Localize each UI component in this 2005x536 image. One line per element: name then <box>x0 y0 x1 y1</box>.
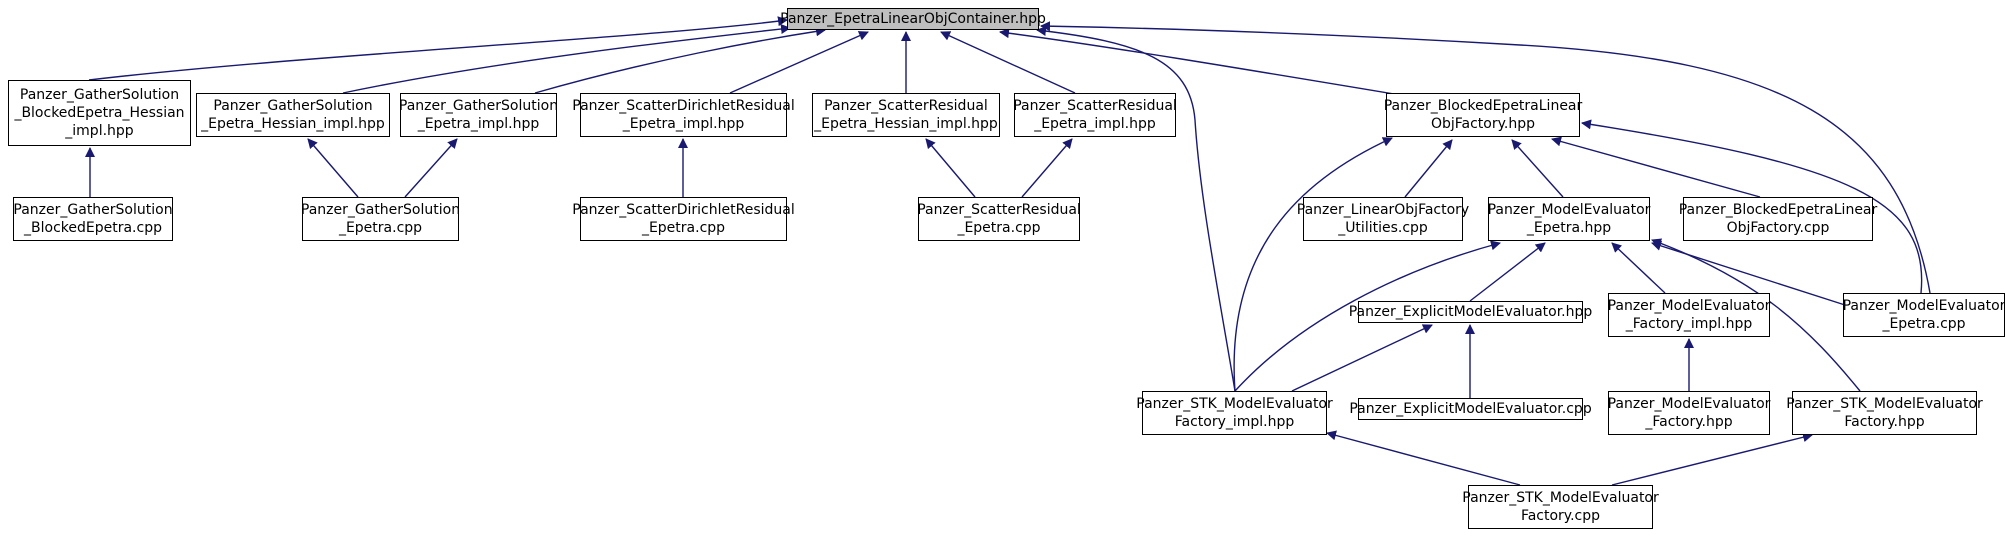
node-sdr-ei[interactable]: Panzer_ScatterDirichletResidual _Epetra_… <box>572 93 795 137</box>
edge-sr_ei-to-root <box>940 31 1076 94</box>
edge-stk_mef_cpp-to-stk_mef_impl <box>1326 430 1521 486</box>
node-belof-cpp[interactable]: Panzer_BlockedEpetraLinear ObjFactory.cp… <box>1679 197 1877 241</box>
node-mef-impl[interactable]: Panzer_ModelEvaluator _Factory_impl.hpp <box>1608 293 1770 337</box>
edge-sr_e_cpp-to-sr_ei <box>1021 138 1073 198</box>
edge-sr_e_cpp-to-sr_eh <box>925 138 976 198</box>
node-sr-eh[interactable]: Panzer_ScatterResidual _Epetra_Hessian_i… <box>812 93 1000 137</box>
edge-gs_e_cpp-to-gs_eh <box>307 138 359 198</box>
edge-gs_eh-to-root <box>342 24 791 94</box>
edge-belof_cpp-to-belof_h <box>1551 136 1761 198</box>
edge-eme_h-to-me_e_h <box>1469 242 1546 302</box>
node-gs-bh[interactable]: Panzer_GatherSolution _BlockedEpetra_Hes… <box>8 80 191 146</box>
node-sdr-e-cpp[interactable]: Panzer_ScatterDirichletResidual _Epetra.… <box>572 197 795 241</box>
node-sr-ei[interactable]: Panzer_ScatterResidual _Epetra_impl.hpp <box>1013 93 1177 137</box>
edge-gs_bh-to-root <box>88 16 788 81</box>
node-root: Panzer_EpetraLinearObjContainer.hpp <box>780 8 1046 30</box>
edge-stk_mef_impl-to-belof_h <box>1233 137 1393 392</box>
edge-stk_mef_impl-to-root <box>1036 26 1236 392</box>
node-me-e-h[interactable]: Panzer_ModelEvaluator _Epetra.hpp <box>1488 197 1650 241</box>
node-gs-eh[interactable]: Panzer_GatherSolution _Epetra_Hessian_im… <box>196 93 390 137</box>
edge-lof_util-to-belof_h <box>1404 139 1453 198</box>
node-belof-h[interactable]: Panzer_BlockedEpetraLinear ObjFactory.hp… <box>1384 93 1582 137</box>
node-eme-h[interactable]: Panzer_ExplicitModelEvaluator.hpp <box>1349 301 1592 323</box>
node-mef-h[interactable]: Panzer_ModelEvaluator _Factory.hpp <box>1608 391 1770 435</box>
edge-stk_mef_impl-to-eme_h <box>1291 324 1433 392</box>
node-eme-cpp[interactable]: Panzer_ExplicitModelEvaluator.cpp <box>1349 398 1592 420</box>
node-me-e-cpp[interactable]: Panzer_ModelEvaluator _Epetra.cpp <box>1843 293 2005 337</box>
edge-stk_mef_impl-to-me_e_h <box>1234 240 1501 392</box>
node-gs-be-cpp[interactable]: Panzer_GatherSolution _BlockedEpetra.cpp <box>13 197 173 241</box>
edge-mef_impl-to-me_e_h <box>1611 242 1666 294</box>
edge-stk_mef_cpp-to-stk_mef_h <box>1611 432 1813 486</box>
edge-belof_h-to-root <box>999 28 1401 96</box>
edge-stk_mef_h-to-me_e_h <box>1651 238 1861 392</box>
node-sr-e-cpp[interactable]: Panzer_ScatterResidual _Epetra.cpp <box>917 197 1081 241</box>
edge-gs_ei-to-root <box>534 26 826 94</box>
edge-sdr_ei-to-root <box>729 31 869 94</box>
node-stk-mef-h[interactable]: Panzer_STK_ModelEvaluator Factory.hpp <box>1786 391 1983 435</box>
node-stk-mef-cpp[interactable]: Panzer_STK_ModelEvaluator Factory.cpp <box>1462 485 1659 529</box>
edge-me_e_cpp-to-root <box>1040 21 1931 294</box>
node-gs-ei[interactable]: Panzer_GatherSolution _Epetra_impl.hpp <box>399 93 558 137</box>
edge-me_e_cpp-to-belof_h <box>1581 119 1923 294</box>
edge-gs_e_cpp-to-gs_ei <box>404 138 458 198</box>
node-lof-util[interactable]: Panzer_LinearObjFactory _Utilities.cpp <box>1297 197 1469 241</box>
node-gs-e-cpp[interactable]: Panzer_GatherSolution _Epetra.cpp <box>301 197 460 241</box>
node-stk-mef-impl[interactable]: Panzer_STK_ModelEvaluator Factory_impl.h… <box>1136 391 1333 435</box>
edge-me_e_h-to-belof_h <box>1511 139 1564 198</box>
